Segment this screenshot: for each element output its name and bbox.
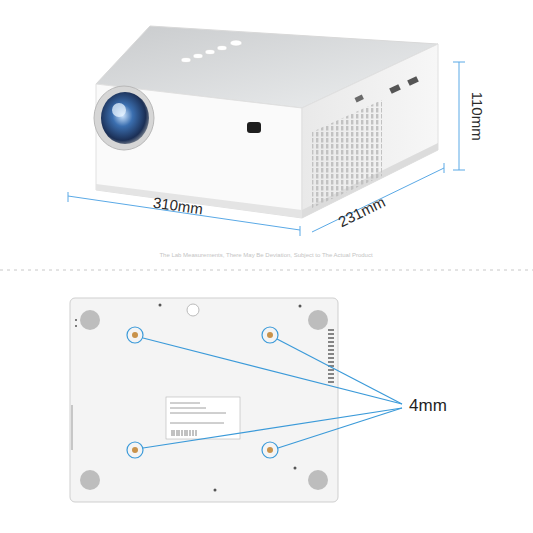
leader-lines — [143, 338, 402, 448]
separator — [0, 270, 533, 271]
dimension-label: 310mm — [152, 194, 204, 217]
dimension-label: 110mm — [468, 92, 485, 141]
watermark-note: The Lab Measurements, There May Be Devia… — [159, 252, 372, 259]
projector-body — [94, 26, 438, 218]
dimension-label: 231mm — [336, 194, 388, 231]
projector-base — [70, 298, 338, 502]
dimension-label: 4mm — [409, 397, 447, 416]
dimension-lines — [68, 62, 465, 236]
